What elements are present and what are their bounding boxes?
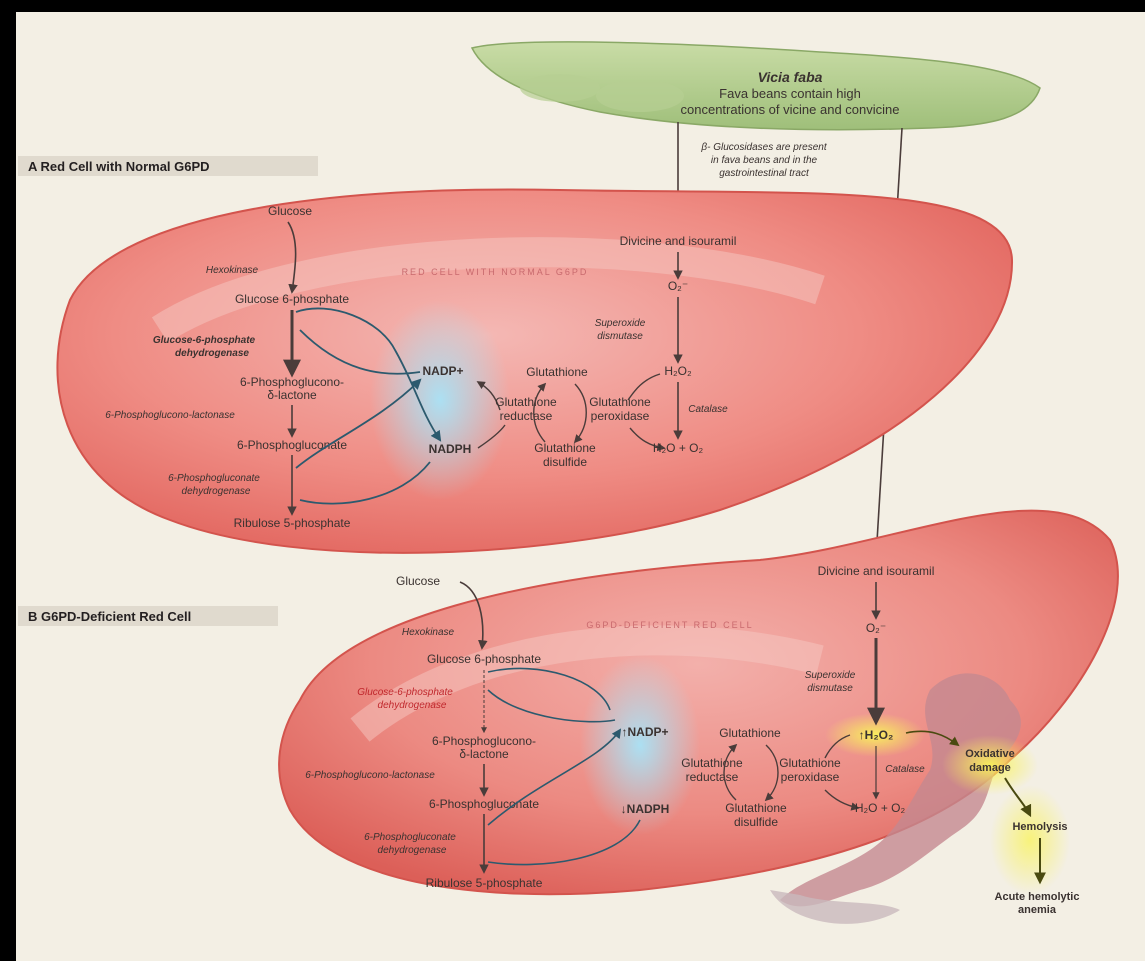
- b-anemia-1: Acute hemolytic: [995, 891, 1080, 903]
- b-sod-2: dismutase: [807, 683, 853, 694]
- bean-line-1: Fava beans contain high: [719, 86, 861, 101]
- watermark-b: G6PD-DEFICIENT RED CELL: [586, 620, 753, 630]
- a-reductase-2: reductase: [500, 409, 553, 423]
- b-nadph: ↓NADPH: [621, 802, 670, 816]
- a-disulfide-2: disulfide: [543, 455, 587, 469]
- b-peroxidase-2: peroxidase: [781, 770, 840, 784]
- b-oxidative-2: damage: [969, 762, 1011, 774]
- b-hemolysis: Hemolysis: [1012, 821, 1067, 833]
- b-oxidative-1: Oxidative: [965, 748, 1015, 760]
- a-lactone-1: 6-Phosphoglucono-: [240, 375, 344, 389]
- b-anemia-2: anemia: [1018, 904, 1057, 916]
- a-g6pd-1: Glucose-6-phosphate: [153, 335, 256, 346]
- watermark-a: RED CELL WITH NORMAL G6PD: [402, 267, 589, 277]
- a-g6p: Glucose 6-phosphate: [235, 292, 349, 306]
- b-lactonase: 6-Phosphoglucono-lactonase: [305, 770, 435, 781]
- a-glutathione: Glutathione: [526, 365, 588, 379]
- b-nadp: ↑NADP+: [621, 725, 668, 739]
- a-water: H₂O + O₂: [653, 441, 704, 455]
- glucosidase-line-3: gastrointestinal tract: [719, 168, 810, 179]
- b-disulfide-2: disulfide: [734, 815, 778, 829]
- b-peroxidase-1: Glutathione: [779, 756, 841, 770]
- b-g6pd-1: Glucose-6-phosphate: [357, 687, 453, 698]
- b-glucose: Glucose: [396, 574, 440, 588]
- bean-line-2: concentrations of vicine and convicine: [681, 102, 900, 117]
- oxidative-glow: [942, 735, 1038, 795]
- b-6pgd-2: dehydrogenase: [378, 845, 447, 856]
- nadp-glow-a: [370, 300, 510, 500]
- a-sod-1: Superoxide: [595, 318, 646, 329]
- b-glutathione: Glutathione: [719, 726, 781, 740]
- a-peroxidase-2: peroxidase: [591, 409, 650, 423]
- a-reductase-1: Glutathione: [495, 395, 557, 409]
- a-lactonase: 6-Phosphoglucono-lactonase: [105, 410, 235, 421]
- b-disulfide-1: Glutathione: [725, 801, 787, 815]
- b-water: H₂O + O₂: [855, 801, 906, 815]
- a-divicine: Divicine and isouramil: [620, 234, 737, 248]
- a-g6pd-2: dehydrogenase: [175, 348, 249, 359]
- glucosidase-line-2: in fava beans and in the: [711, 155, 818, 166]
- b-reductase-1: Glutathione: [681, 756, 743, 770]
- species-name: Vicia faba: [758, 69, 823, 85]
- b-6pgd-1: 6-Phosphogluconate: [364, 832, 456, 843]
- red-cell-b: [278, 509, 1119, 896]
- b-lactone-2: δ-lactone: [459, 747, 509, 761]
- a-catalase: Catalase: [688, 404, 728, 415]
- a-hexokinase: Hexokinase: [206, 265, 259, 276]
- a-lactone-2: δ-lactone: [267, 388, 317, 402]
- b-divicine: Divicine and isouramil: [818, 564, 935, 578]
- hemolysis-glow: [990, 785, 1070, 895]
- glucosidase-line-1: β- Glucosidases are present: [700, 142, 827, 153]
- b-6pg: 6-Phosphogluconate: [429, 797, 539, 811]
- a-ribulose: Ribulose 5-phosphate: [234, 516, 351, 530]
- b-h2o2: ↑H₂O₂: [859, 728, 894, 742]
- heading-a-bar: [18, 156, 318, 176]
- heading-b-bar: [18, 606, 278, 626]
- b-reductase-2: reductase: [686, 770, 739, 784]
- a-nadp: NADP+: [422, 364, 463, 378]
- b-sod-1: Superoxide: [805, 670, 856, 681]
- b-lactone-1: 6-Phosphoglucono-: [432, 734, 536, 748]
- a-superoxide: O₂⁻: [668, 279, 688, 293]
- h2o2-glow: [825, 713, 925, 757]
- b-hexokinase: Hexokinase: [402, 627, 455, 638]
- nadp-glow-b: [580, 655, 700, 835]
- heading-b: B G6PD-Deficient Red Cell: [28, 609, 191, 624]
- a-disulfide-1: Glutathione: [534, 441, 596, 455]
- a-sod-2: dismutase: [597, 331, 643, 342]
- a-h2o2: H₂O₂: [664, 364, 692, 378]
- a-6pg: 6-Phosphogluconate: [237, 438, 347, 452]
- a-nadph: NADPH: [429, 442, 472, 456]
- a-6pgd-1: 6-Phosphogluconate: [168, 473, 260, 484]
- b-g6pd-2: dehydrogenase: [378, 700, 447, 711]
- b-superoxide: O₂⁻: [866, 621, 886, 635]
- heading-a: A Red Cell with Normal G6PD: [28, 159, 210, 174]
- a-glucose: Glucose: [268, 204, 312, 218]
- b-ribulose: Ribulose 5-phosphate: [426, 876, 543, 890]
- a-peroxidase-1: Glutathione: [589, 395, 651, 409]
- b-g6p: Glucose 6-phosphate: [427, 652, 541, 666]
- a-6pgd-2: dehydrogenase: [182, 486, 251, 497]
- b-catalase: Catalase: [885, 764, 925, 775]
- damaged-membrane: [780, 673, 1021, 907]
